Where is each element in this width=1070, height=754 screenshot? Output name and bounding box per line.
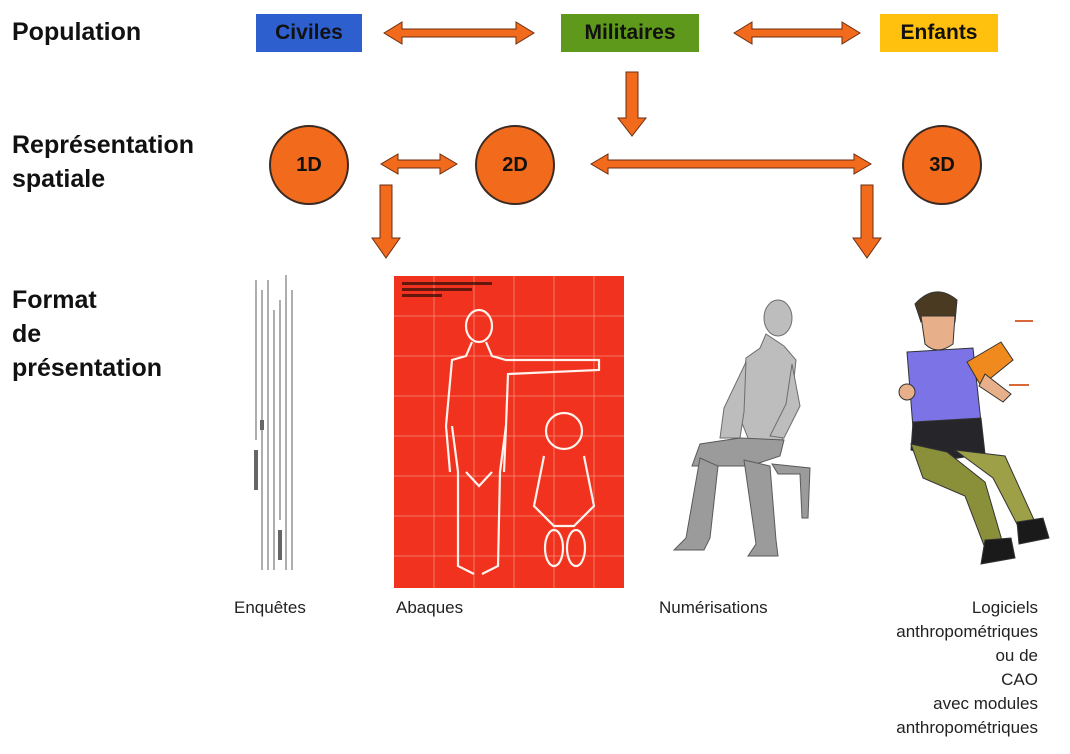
circle-2d: 2D	[475, 125, 555, 205]
civiles-label: Civiles	[275, 21, 343, 44]
caption-logiciels-line-1: Logiciels	[971, 598, 1038, 617]
caption-logiciels-line-5: avec modules	[933, 694, 1038, 713]
cad-mannequin-image	[898, 291, 1050, 565]
caption-logiciels-line-6: anthropométriques	[896, 718, 1038, 737]
enfants-box: Enfants	[880, 14, 998, 52]
caption-numerisations-text: Numérisations	[659, 598, 768, 617]
format-line-2: de	[12, 320, 42, 348]
caption-abaques: Abaques	[396, 596, 463, 620]
militaires-box: Militaires	[561, 14, 699, 52]
body-scan-image	[672, 299, 811, 557]
representation-line-2: spatiale	[12, 165, 106, 193]
enfants-label: Enfants	[900, 21, 978, 44]
circle-3d-label: 3D	[929, 154, 955, 176]
format-line-1: Format	[12, 286, 97, 314]
survey-table-image	[254, 275, 293, 570]
arrow-2d-3d	[590, 153, 872, 175]
arrow-down-logiciels	[852, 184, 882, 259]
representation-line-1: Représentation	[12, 131, 194, 159]
circle-1d: 1D	[269, 125, 349, 205]
caption-enquetes: Enquêtes	[234, 596, 306, 620]
arrow-civiles-militaires	[383, 21, 535, 45]
row-label-population: Population	[12, 15, 141, 49]
caption-enquetes-text: Enquêtes	[234, 598, 306, 617]
caption-numerisations: Numérisations	[659, 596, 768, 620]
arrow-down-enquetes	[371, 184, 401, 259]
circle-1d-label: 1D	[296, 154, 322, 176]
population-label: Population	[12, 18, 142, 46]
format-line-3: présentation	[12, 354, 163, 382]
arrow-militaires-enfants	[733, 21, 861, 45]
arrow-1d-2d	[380, 153, 458, 175]
abaque-chart-image	[394, 276, 624, 588]
circle-2d-label: 2D	[502, 154, 528, 176]
caption-logiciels-line-4: CAO	[1001, 670, 1038, 689]
caption-logiciels-line-2: anthropométriques	[896, 622, 1038, 641]
civiles-box: Civiles	[256, 14, 362, 52]
caption-logiciels: Logiciels anthropométriques ou de CAO av…	[896, 596, 1038, 740]
militaires-label: Militaires	[584, 21, 676, 44]
row-label-representation: Représentation spatiale	[12, 128, 194, 196]
arrow-militaires-down	[616, 71, 648, 137]
caption-logiciels-line-3: ou de	[995, 646, 1038, 665]
circle-3d: 3D	[902, 125, 982, 205]
caption-abaques-text: Abaques	[396, 598, 464, 617]
row-label-format: Format de présentation	[12, 283, 162, 385]
